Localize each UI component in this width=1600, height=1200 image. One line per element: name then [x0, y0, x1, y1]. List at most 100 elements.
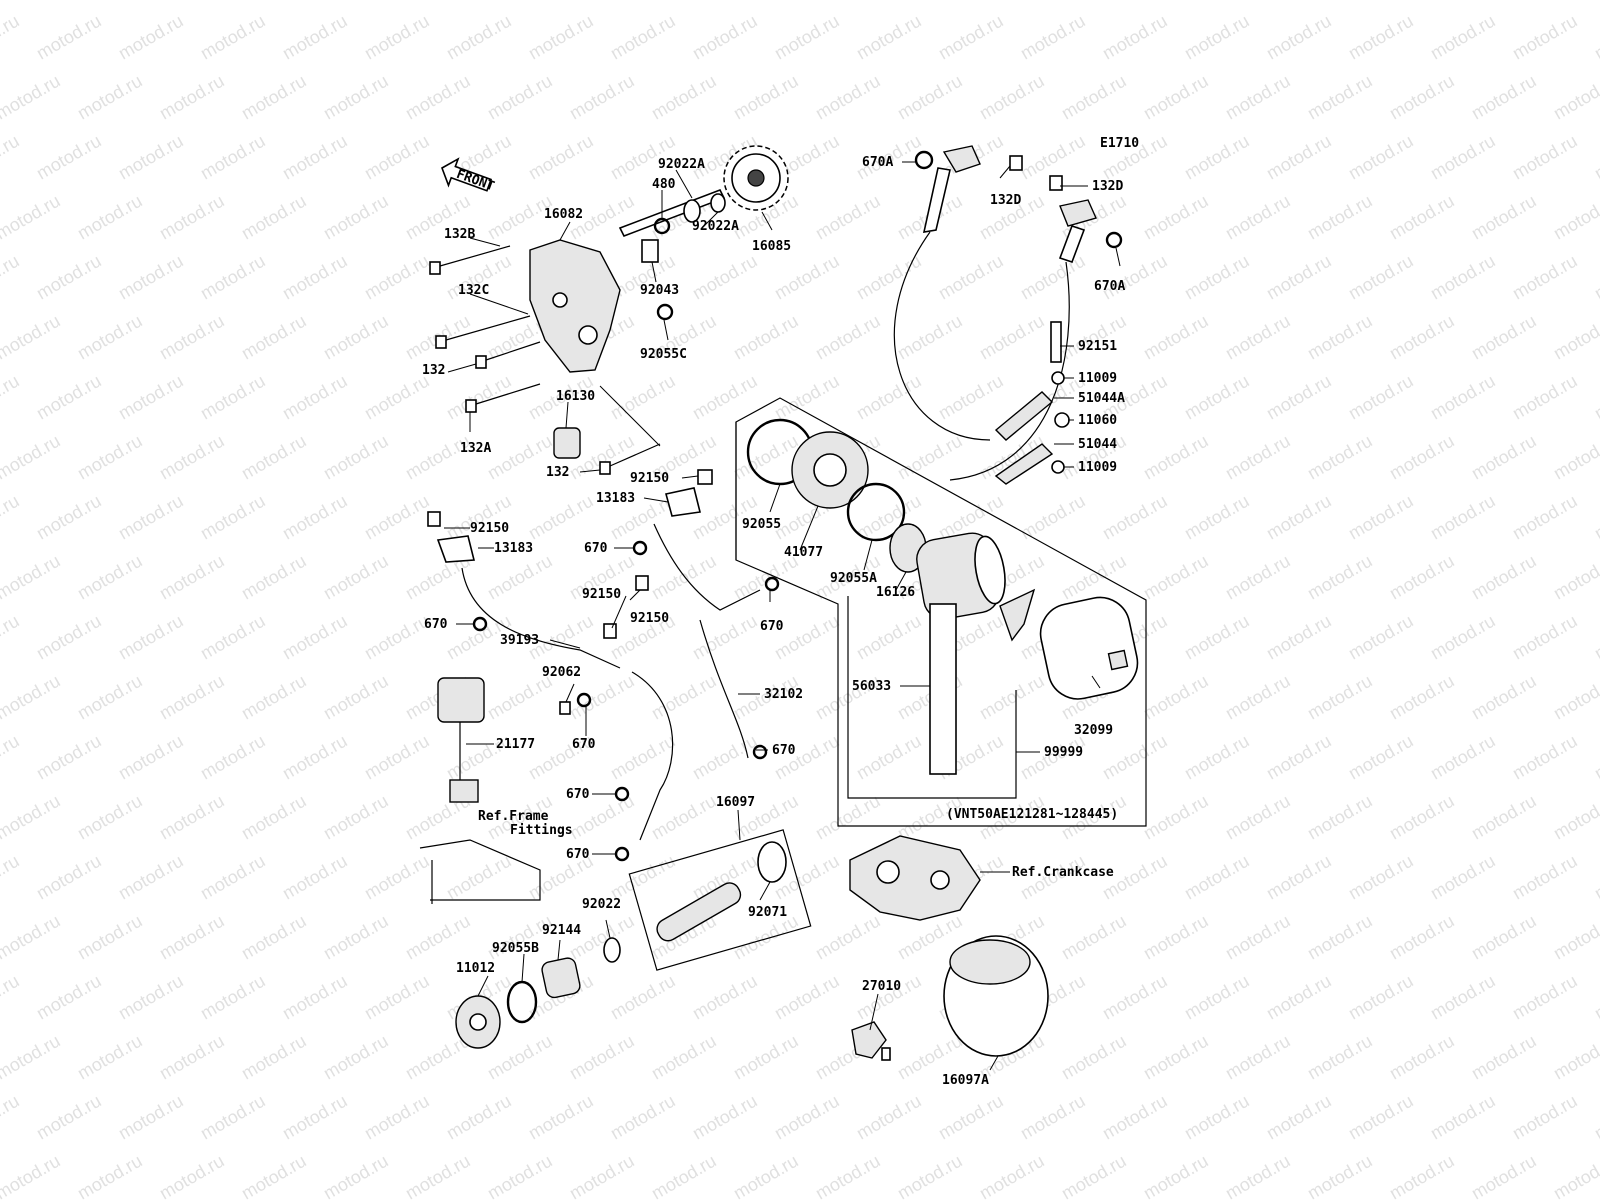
- watermark-text: motod.ru: [1509, 131, 1581, 184]
- watermark-text: motod.ru: [1386, 431, 1458, 484]
- watermark-text: motod.ru: [1345, 731, 1417, 784]
- watermark-text: motod.ru: [320, 431, 392, 484]
- watermark-text: motod.ru: [484, 1151, 556, 1200]
- watermark-text: motod.ru: [525, 11, 597, 64]
- watermark-text: motod.ru: [156, 671, 228, 724]
- part-label: 92150: [470, 521, 509, 536]
- watermark-text: motod.ru: [894, 71, 966, 124]
- watermark-text: motod.ru: [1591, 251, 1600, 304]
- watermark-text: motod.ru: [1345, 491, 1417, 544]
- watermark-text: motod.ru: [1304, 791, 1376, 844]
- watermark-text: motod.ru: [1509, 11, 1581, 64]
- watermark-text: motod.ru: [156, 911, 228, 964]
- watermark-text: motod.ru: [279, 491, 351, 544]
- watermark-text: motod.ru: [0, 251, 23, 304]
- watermark-text: motod.ru: [1058, 551, 1130, 604]
- watermark-text: motod.ru: [443, 851, 515, 904]
- watermark-text: motod.ru: [1263, 611, 1335, 664]
- watermark-text: motod.ru: [197, 371, 269, 424]
- watermark-text: motod.ru: [1591, 371, 1600, 424]
- watermark-text: motod.ru: [33, 251, 105, 304]
- watermark-text: motod.ru: [361, 131, 433, 184]
- watermark-text: motod.ru: [33, 371, 105, 424]
- part-label: 670: [424, 617, 448, 632]
- watermark-text: motod.ru: [1550, 551, 1600, 604]
- watermark-text: motod.ru: [0, 191, 64, 244]
- watermark-text: motod.ru: [1263, 371, 1335, 424]
- watermark-text: motod.ru: [1304, 191, 1376, 244]
- watermark-text: motod.ru: [115, 1091, 187, 1144]
- part-label: 92022A: [692, 219, 739, 234]
- watermark-text: motod.ru: [689, 971, 761, 1024]
- watermark-text: motod.ru: [115, 491, 187, 544]
- watermark-text: motod.ru: [1222, 1151, 1294, 1200]
- watermark-text: motod.ru: [1468, 431, 1540, 484]
- part-label: 670: [584, 541, 608, 556]
- watermark-text: motod.ru: [1140, 191, 1212, 244]
- watermark-text: motod.ru: [443, 11, 515, 64]
- part-label: 32102: [764, 687, 803, 702]
- spring-plate: [999, 588, 1036, 642]
- watermark-text: motod.ru: [1304, 1031, 1376, 1084]
- watermark-text: motod.ru: [1099, 731, 1171, 784]
- watermark-text: motod.ru: [1427, 251, 1499, 304]
- watermark-text: motod.ru: [1591, 851, 1600, 904]
- watermark-text: motod.ru: [1591, 611, 1600, 664]
- watermark-text: motod.ru: [771, 971, 843, 1024]
- watermark-text: motod.ru: [115, 371, 187, 424]
- watermark-text: motod.ru: [525, 491, 597, 544]
- serial-note: (VNT50AE121281~128445): [946, 807, 1118, 822]
- fitting-elbow: [942, 145, 981, 173]
- watermark-text: motod.ru: [0, 1151, 64, 1200]
- watermark-text: motod.ru: [1058, 0, 1130, 3]
- part-label: 92022A: [658, 157, 705, 172]
- part-label: 16097A: [942, 1073, 989, 1088]
- watermark-text: motod.ru: [156, 71, 228, 124]
- watermark-text: motod.ru: [607, 1091, 679, 1144]
- part-label: 11009: [1078, 460, 1117, 475]
- watermark-text: motod.ru: [689, 371, 761, 424]
- watermark-text: motod.ru: [279, 731, 351, 784]
- watermark-text: motod.ru: [1058, 911, 1130, 964]
- watermark-text: motod.ru: [0, 71, 64, 124]
- watermark-text: motod.ru: [402, 431, 474, 484]
- watermark-text: motod.ru: [197, 251, 269, 304]
- watermark-text: motod.ru: [115, 851, 187, 904]
- watermark-text: motod.ru: [1140, 311, 1212, 364]
- watermark-text: motod.ru: [525, 131, 597, 184]
- watermark-text: motod.ru: [1222, 191, 1294, 244]
- o-ring-670a: [1105, 231, 1123, 249]
- watermark-text: motod.ru: [279, 251, 351, 304]
- watermark-text: motod.ru: [320, 671, 392, 724]
- watermark-text: motod.ru: [361, 371, 433, 424]
- watermark-text: motod.ru: [1181, 491, 1253, 544]
- watermark-text: motod.ru: [1468, 71, 1540, 124]
- watermark-text: motod.ru: [1386, 671, 1458, 724]
- banjo-51044: [994, 443, 1054, 485]
- watermark-text: motod.ru: [525, 1091, 597, 1144]
- watermark-text: motod.ru: [156, 791, 228, 844]
- watermark-text: motod.ru: [1181, 1091, 1253, 1144]
- bolt-92150: [603, 623, 617, 639]
- watermark-text: motod.ru: [812, 191, 884, 244]
- watermark-text: motod.ru: [1304, 311, 1376, 364]
- pipe-39193: [461, 567, 621, 669]
- watermark-text: motod.ru: [1345, 371, 1417, 424]
- crankcase-housing: [849, 835, 981, 921]
- watermark-text: motod.ru: [0, 431, 64, 484]
- oil-pump-body: [529, 239, 621, 373]
- watermark-text: motod.ru: [320, 0, 392, 3]
- filter-kit-frame: [735, 397, 1147, 827]
- part-label: 13183: [494, 541, 533, 556]
- watermark-text: motod.ru: [853, 1091, 925, 1144]
- pipe-16097: [656, 882, 742, 942]
- watermark-text: motod.ru: [1591, 11, 1600, 64]
- oil-pump-port: [552, 292, 568, 308]
- watermark-text: motod.ru: [279, 371, 351, 424]
- watermark-text: motod.ru: [1468, 671, 1540, 724]
- watermark-text: motod.ru: [1263, 491, 1335, 544]
- watermark-text: motod.ru: [1427, 611, 1499, 664]
- watermark-text: motod.ru: [1550, 1031, 1600, 1084]
- watermark-text: motod.ru: [1263, 251, 1335, 304]
- watermark-text: motod.ru: [1304, 0, 1376, 3]
